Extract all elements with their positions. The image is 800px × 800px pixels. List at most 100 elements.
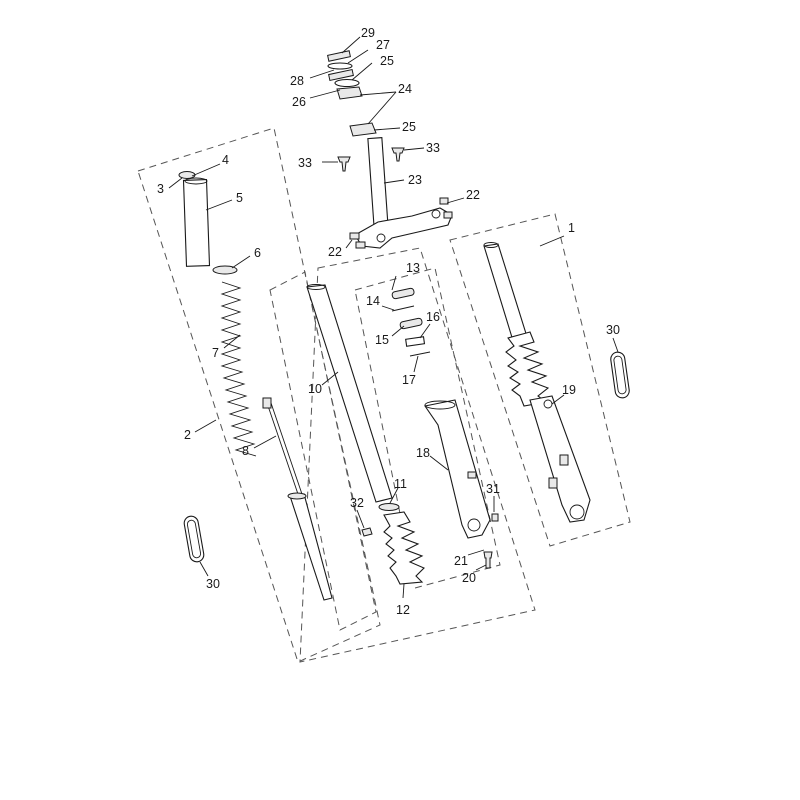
leader-21 <box>467 549 485 556</box>
callout-18: 18 <box>416 446 430 460</box>
leader-11 <box>389 487 399 504</box>
stanchion-top <box>483 242 499 248</box>
leader-14 <box>381 305 395 311</box>
leader-27 <box>347 49 369 64</box>
leader-15 <box>391 325 405 337</box>
callout-29: 29 <box>361 26 375 40</box>
dust-seal-15 <box>399 317 423 330</box>
yoke-clamp-left <box>376 233 386 243</box>
slider-top-rim <box>424 400 456 410</box>
leader-13 <box>391 275 397 291</box>
damper-rod-8-top <box>262 397 272 409</box>
leader-19 <box>551 394 565 405</box>
leader-26 <box>309 89 341 99</box>
leader-30b <box>199 561 209 577</box>
clip-14 <box>391 305 415 312</box>
cartridge-tube-group <box>306 284 425 585</box>
reflector-30-right-inner <box>613 355 627 395</box>
callout-32: 32 <box>350 496 364 510</box>
caliper-lug-bottom <box>548 477 558 489</box>
callout-22a: 22 <box>466 188 480 202</box>
callout-13: 13 <box>406 261 420 275</box>
seal-small-parts <box>391 287 431 357</box>
bearing-25-lower <box>349 122 377 137</box>
bolt-20 <box>483 551 493 569</box>
lower-yoke <box>354 207 453 249</box>
damper-body <box>289 493 333 601</box>
leader-23 <box>383 179 405 184</box>
bolt-33-left <box>337 156 351 172</box>
leader-1 <box>539 235 565 247</box>
outline-right-fork-assembly <box>449 213 631 547</box>
callout-8: 8 <box>242 444 249 458</box>
circlip-17 <box>409 351 431 357</box>
callout-30b: 30 <box>206 577 220 591</box>
axle-hole <box>467 518 481 532</box>
callout-30a: 30 <box>606 323 620 337</box>
leader-lines <box>168 36 619 599</box>
leader-18 <box>429 455 449 471</box>
oil-seal-13 <box>391 287 415 300</box>
leader-22b <box>345 239 353 249</box>
callout-17: 17 <box>402 373 416 387</box>
outline-left-fork-assembly <box>137 127 381 663</box>
bearing-25-top <box>336 86 363 100</box>
leader-30a <box>612 337 619 353</box>
fork-tube-10 <box>306 284 393 503</box>
callout-4: 4 <box>222 153 229 167</box>
callout-28: 28 <box>290 74 304 88</box>
callout-3: 3 <box>157 182 164 196</box>
leader-8 <box>253 435 277 449</box>
adjuster-nut-28 <box>328 68 354 82</box>
stanchion-tube <box>483 243 529 345</box>
fork-tube-10-top <box>306 284 326 290</box>
fork-spring-7 <box>220 281 257 457</box>
callout-23: 23 <box>408 173 422 187</box>
gaiter-12 <box>383 511 425 585</box>
damper-collar <box>287 492 307 500</box>
tube-top-edge <box>184 177 208 185</box>
clamp-bolt-22-b <box>443 211 453 219</box>
callout-21: 21 <box>454 554 468 568</box>
slider-lug <box>467 471 477 479</box>
callout-16: 16 <box>426 310 440 324</box>
dust-seal-26 <box>334 78 360 88</box>
top-cap-3 <box>178 171 196 179</box>
right-axle-hole <box>569 504 585 520</box>
right-gaiter <box>505 331 550 407</box>
damper-rod-8-edge <box>269 399 305 501</box>
callout-22b: 22 <box>328 245 342 259</box>
screw-32 <box>361 527 373 537</box>
callout-27: 27 <box>376 38 390 52</box>
callout-2: 2 <box>184 428 191 442</box>
yoke-clamp-right <box>431 209 441 219</box>
spacer-tube-5 <box>182 179 211 267</box>
callout-33b: 33 <box>426 141 440 155</box>
clamp-bolt-22-a <box>439 197 449 205</box>
bolt-33-right <box>391 147 405 162</box>
callout-12: 12 <box>396 603 410 617</box>
callout-11: 11 <box>394 477 407 491</box>
outline-seal-group <box>354 267 501 589</box>
damper-rod-8 <box>265 399 301 501</box>
leader-22a <box>446 197 465 204</box>
outline-inner-cartridge-group <box>269 271 377 631</box>
callout-6: 6 <box>254 246 261 260</box>
leader-24a <box>359 91 397 96</box>
callout-labels: 1 2 3 4 5 6 7 8 10 11 12 13 14 15 16 17 … <box>157 26 620 617</box>
left-fork-internals <box>178 171 333 601</box>
callout-20: 20 <box>462 571 476 585</box>
leader-28 <box>309 69 335 79</box>
stem-nut-29 <box>327 50 351 62</box>
leader-6 <box>231 255 251 269</box>
callout-10: 10 <box>308 382 322 396</box>
caliper-lug-top <box>559 454 569 466</box>
leader-12 <box>402 583 405 599</box>
leader-2 <box>194 419 217 433</box>
callout-1: 1 <box>568 221 575 235</box>
callout-5: 5 <box>236 191 243 205</box>
leader-29 <box>341 36 361 54</box>
callout-14: 14 <box>366 294 380 308</box>
leader-24b <box>367 91 397 125</box>
leader-4 <box>191 163 221 177</box>
